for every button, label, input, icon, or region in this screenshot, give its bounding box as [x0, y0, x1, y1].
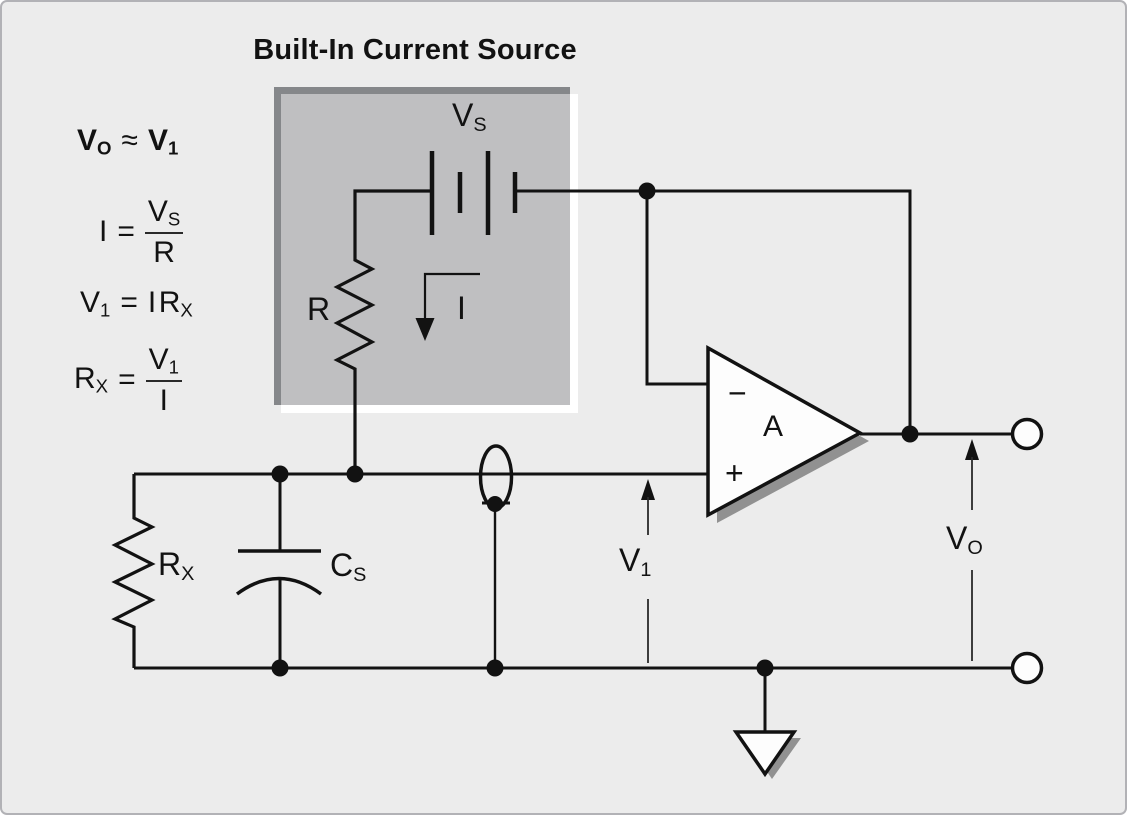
eq4-operator: =	[118, 363, 136, 397]
equation-rx: RX = V1 I	[74, 344, 182, 417]
eq1-lhs-sub: O	[97, 137, 112, 159]
built-in-source-box	[274, 87, 578, 413]
fraction-bar	[144, 231, 184, 235]
box-resistor-label: R	[307, 291, 331, 327]
junction-dot	[346, 465, 364, 483]
ground-triangle	[732, 730, 798, 778]
current-arrow-stem	[423, 272, 480, 324]
ground-symbol	[732, 730, 801, 779]
junction-dot	[901, 425, 919, 443]
eq4-numerator: V1	[148, 343, 179, 378]
wire-source-resistor-branch	[333, 189, 432, 474]
eq3-rhs: R	[158, 286, 181, 319]
opamp-gain-label: A	[763, 410, 784, 443]
equation-v1: V1 = I RX	[80, 288, 193, 320]
vo-arrow	[965, 439, 979, 661]
eq3-rhs-coeff: I	[147, 286, 157, 319]
junction-dot	[271, 465, 289, 483]
sense-resistor-label: RX	[158, 546, 195, 585]
junction-dot	[638, 182, 656, 200]
wire-rx-branch	[111, 474, 156, 668]
junction-dot	[756, 659, 774, 677]
junction-dot	[271, 659, 289, 677]
wire-inverting-input	[645, 191, 708, 386]
vo-arrowhead-icon	[965, 439, 979, 460]
eq3-operator: =	[120, 286, 138, 319]
eq2-lhs: I	[99, 215, 108, 249]
equation-current: I = VS R	[99, 195, 184, 270]
eq1-rhs-sub: 1	[167, 137, 179, 159]
eq2-denominator: R	[153, 236, 175, 270]
eq1-lhs: V	[77, 124, 98, 157]
equation-vo-approx-v1: VO≈V1	[77, 126, 178, 158]
current-label: I	[457, 290, 466, 326]
input-voltage-label: V1	[619, 542, 652, 581]
eq3-rhs-sub: X	[180, 299, 193, 321]
fraction-bar	[145, 379, 182, 383]
eq2-fraction: VS R	[144, 195, 184, 270]
junction-dots	[271, 182, 919, 677]
eq3-lhs-sub: 1	[100, 299, 111, 321]
eq1-operator: ≈	[121, 124, 138, 157]
opamp-symbol	[706, 345, 869, 523]
opamp-triangle	[706, 345, 864, 518]
eq4-fraction: V1 I	[145, 343, 182, 418]
probe-dot	[487, 496, 503, 512]
eq2-operator: =	[117, 215, 135, 249]
opamp-noninverting-sign: +	[725, 455, 744, 491]
output-voltage-label: VO	[946, 520, 983, 559]
eq4-lhs-group: RX	[74, 362, 109, 397]
eq1-rhs: V	[147, 124, 168, 157]
eq3-lhs: V	[80, 286, 101, 319]
terminal-circle-top	[1010, 417, 1044, 451]
capacitor-label: CS	[330, 547, 367, 586]
battery-voltage-label: VS	[452, 97, 487, 136]
v1-arrowhead-icon	[641, 479, 655, 500]
terminal-circle-bottom	[1010, 651, 1044, 685]
capacitor-plate-curved	[235, 576, 323, 596]
current-arrow	[415, 272, 480, 341]
current-arrowhead-icon	[415, 318, 435, 341]
junction-dot	[486, 659, 504, 677]
diagram-title: Built-In Current Source	[253, 34, 577, 66]
eq2-numerator: VS	[147, 195, 181, 230]
eq4-denominator: I	[159, 384, 168, 418]
box-fill	[281, 94, 570, 405]
v1-arrow	[641, 479, 655, 663]
opamp-inverting-sign: −	[728, 375, 747, 411]
